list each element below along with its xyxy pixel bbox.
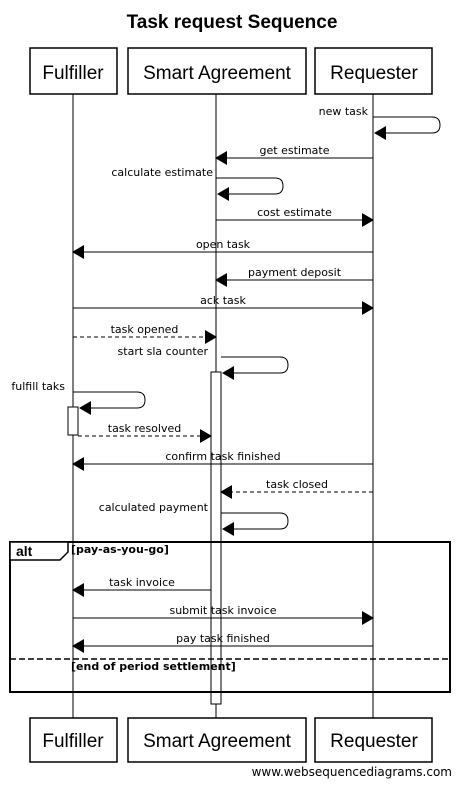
actor-label: Requester	[330, 63, 418, 84]
alt-frame: alt [pay-as-you-go] [end of period settl…	[9, 541, 451, 693]
actor-box	[314, 717, 433, 763]
message-6: payment deposit	[215, 266, 373, 287]
message-arrow	[221, 356, 289, 380]
message-17: pay task finished	[72, 632, 373, 653]
message-label: pay task finished	[176, 632, 270, 645]
message-label: payment deposit	[248, 266, 342, 279]
actor-label: Fulfiller	[42, 731, 104, 752]
message-arrow	[216, 177, 284, 201]
message-label: calculate estimate	[111, 166, 213, 179]
message-11: task resolved	[78, 422, 212, 443]
footer-credit: www.websequencediagrams.com	[252, 765, 452, 779]
actor-box	[29, 717, 118, 763]
message-3: calculate estimate	[111, 166, 284, 201]
actor-label: Smart Agreement	[143, 731, 292, 752]
alt-condition: [pay-as-you-go]	[71, 543, 169, 556]
message-label: confirm task finished	[165, 450, 280, 463]
message-10: fulfill taks	[11, 380, 146, 415]
message-9: start sla counter	[118, 345, 289, 380]
message-label: task invoice	[109, 576, 175, 589]
activation-bar-fulfiller	[67, 406, 79, 436]
activation-bar-smart-agreement	[210, 371, 222, 705]
actor-fulfiller-bottom: Fulfiller	[29, 717, 118, 763]
actor-box	[29, 47, 118, 95]
message-label: new task	[319, 105, 369, 118]
message-label: start sla counter	[118, 345, 209, 358]
diagram-title: Task request Sequence	[127, 12, 338, 33]
alt-frame-border	[9, 541, 451, 693]
actor-requester-top: Requester	[314, 47, 433, 95]
actor-label: Smart Agreement	[143, 63, 292, 84]
actor-label: Requester	[330, 731, 418, 752]
message-14: calculated payment	[99, 501, 289, 536]
actor-requester-bottom: Requester	[314, 717, 433, 763]
message-arrow	[73, 391, 146, 415]
message-7: ack task	[73, 294, 374, 315]
message-label: task resolved	[108, 422, 181, 435]
message-15: task invoice	[72, 576, 211, 597]
alt-frame-tab	[9, 541, 69, 561]
message-label: get estimate	[260, 144, 330, 157]
alt-keyword: alt	[16, 543, 33, 559]
message-arrow	[221, 512, 289, 536]
message-label: task opened	[111, 323, 179, 336]
actor-box	[314, 47, 433, 95]
message-16: submit task invoice	[73, 604, 374, 625]
alt-else-condition: [end of period settlement]	[71, 660, 236, 673]
message-12: confirm task finished	[72, 450, 373, 471]
message-label: cost estimate	[257, 206, 332, 219]
actor-smart-agreement-top: Smart Agreement	[127, 47, 307, 95]
message-label: open task	[196, 238, 251, 251]
actor-label: Fulfiller	[42, 63, 104, 84]
message-13: task closed	[220, 478, 373, 499]
message-4: cost estimate	[216, 206, 374, 227]
message-label: ack task	[200, 294, 246, 307]
actor-box	[127, 47, 307, 95]
lifelines	[72, 94, 374, 718]
actor-smart-agreement-bottom: Smart Agreement	[127, 717, 307, 763]
message-label: task closed	[266, 478, 328, 491]
messages: new task get estimate calculate estimate co…	[11, 105, 441, 653]
message-5: open task	[72, 238, 373, 259]
message-2: get estimate	[215, 144, 373, 165]
message-arrow	[373, 116, 441, 140]
actor-fulfiller-top: Fulfiller	[29, 47, 118, 95]
message-8: task opened	[73, 323, 217, 344]
actor-box	[127, 717, 307, 763]
message-1: new task	[319, 105, 441, 140]
message-label: calculated payment	[99, 501, 209, 514]
message-label: submit task invoice	[169, 604, 276, 617]
message-label: fulfill taks	[11, 380, 65, 393]
